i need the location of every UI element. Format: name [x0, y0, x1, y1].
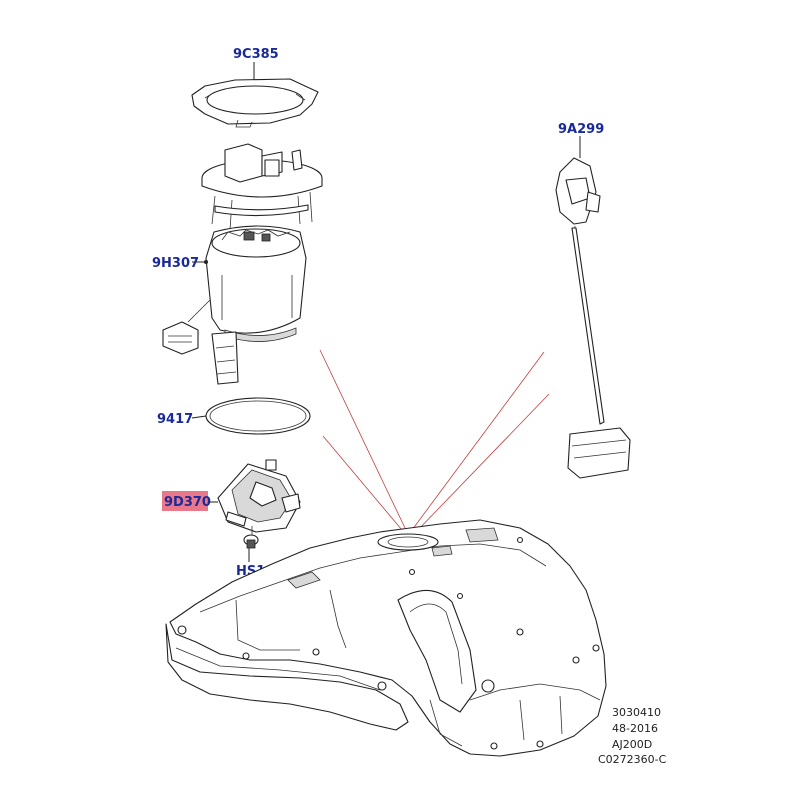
screw-part[interactable] — [243, 526, 259, 549]
pump-module-label[interactable]: 9H307 — [152, 256, 199, 271]
seal-ring-label[interactable]: 9C385 — [233, 47, 279, 62]
reference-block: 3030410 48-2016 AJ200D C0272360-C — [598, 706, 667, 766]
level-sender-part[interactable] — [555, 157, 631, 479]
o-ring-label[interactable]: 9417 — [157, 412, 193, 427]
control-module-part[interactable] — [217, 459, 301, 533]
fuel-pump-module-part[interactable] — [162, 143, 323, 385]
reference-line-2: 48-2016 — [612, 722, 658, 735]
reference-line-4: C0272360-C — [598, 753, 667, 766]
fuel-tank-part[interactable] — [165, 519, 607, 757]
o-ring-leader — [191, 415, 207, 419]
reference-line-3: AJ200D — [612, 738, 652, 751]
o-ring-part[interactable] — [205, 397, 311, 435]
pump-module-leader-dot — [204, 260, 208, 264]
seal-ring-part[interactable] — [191, 78, 319, 128]
installation-pointer-lines — [319, 349, 550, 533]
reference-line-1: 3030410 — [612, 706, 661, 719]
control-module-label[interactable]: 9D370 — [164, 495, 211, 510]
level-sender-label[interactable]: 9A299 — [558, 122, 604, 137]
control-module-label-highlight — [162, 491, 208, 511]
